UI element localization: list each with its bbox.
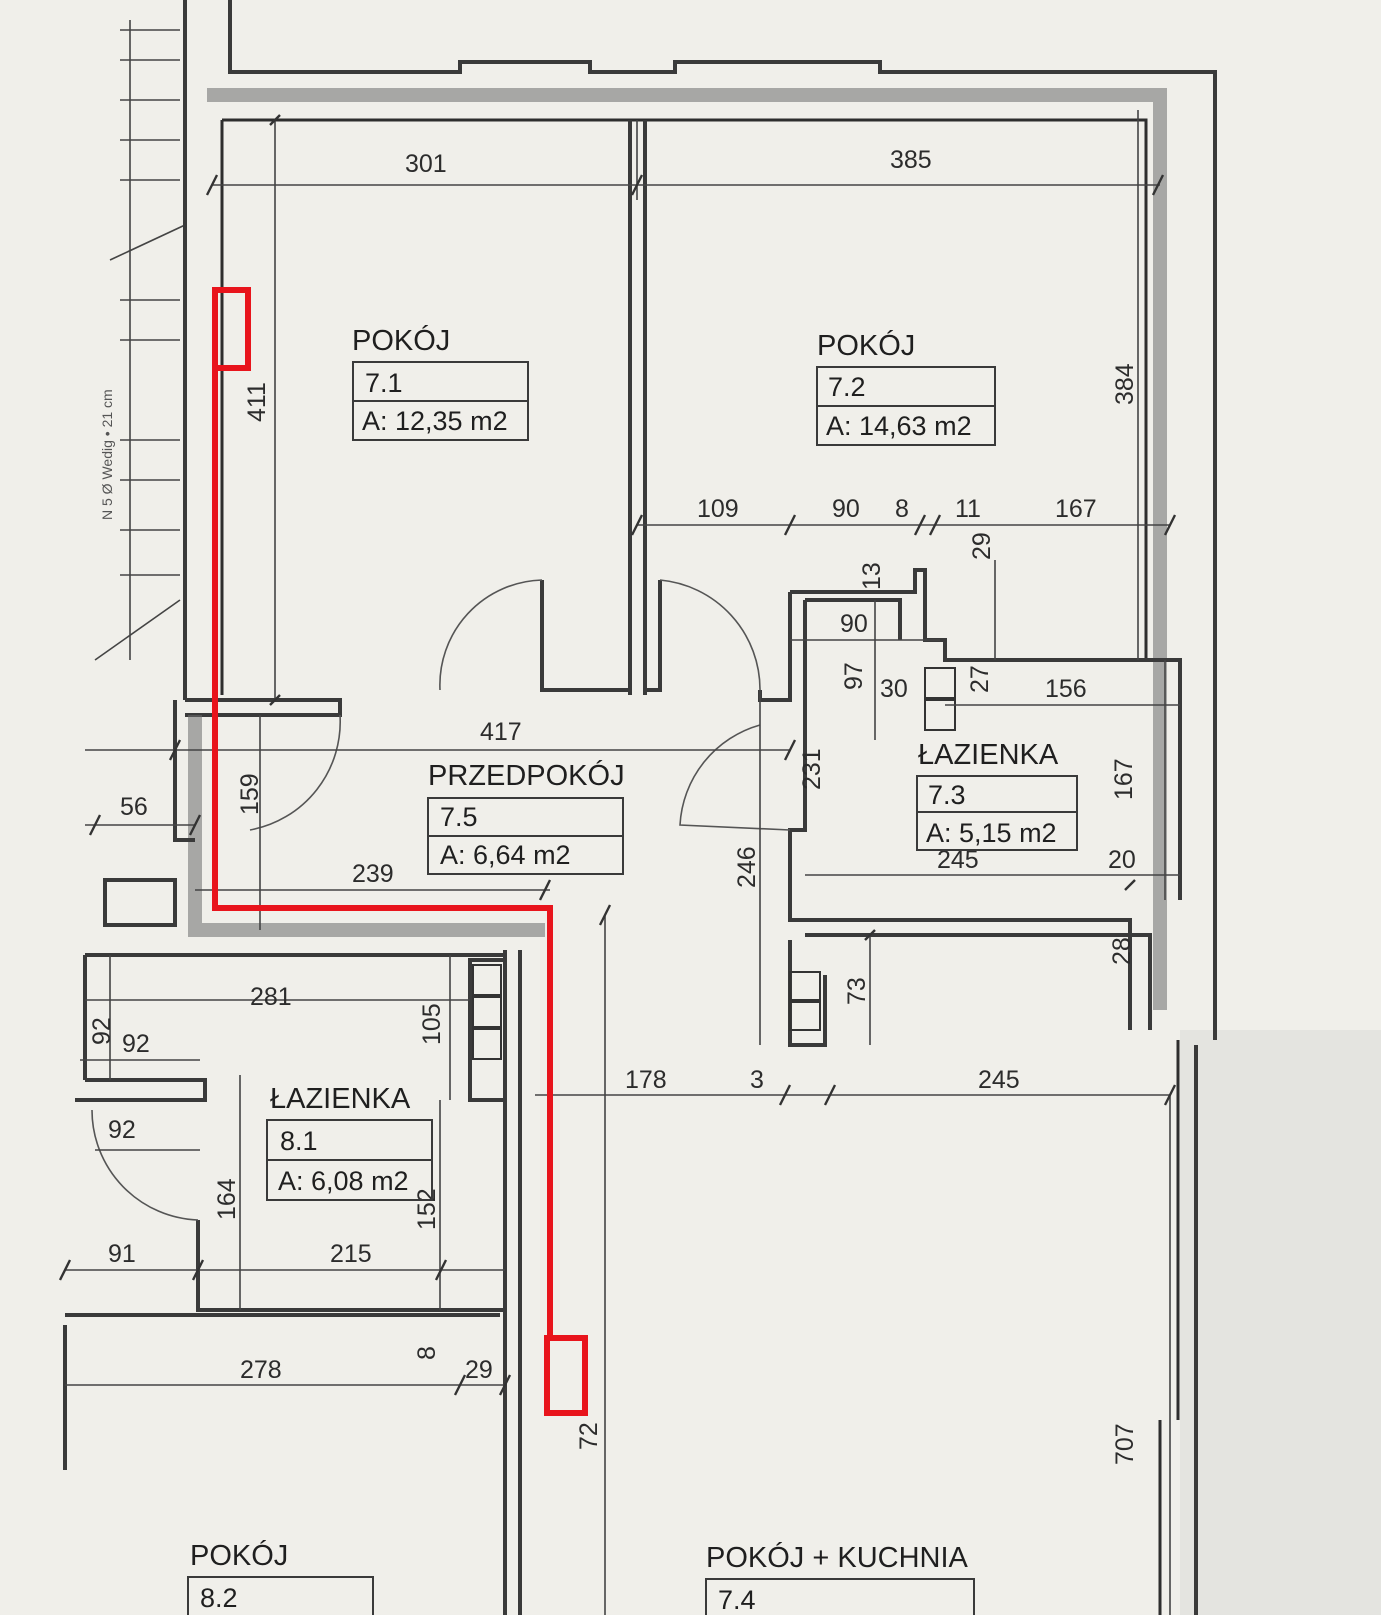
dim-707: 707 xyxy=(1111,1423,1139,1465)
room-7-5-name: PRZEDPOKÓJ xyxy=(428,759,625,792)
dim-281: 281 xyxy=(250,983,292,1011)
dim-13: 13 xyxy=(858,562,886,590)
dim-152: 152 xyxy=(413,1188,441,1230)
dimension-labels: 301 385 411 384 109 90 8 11 167 29 13 90… xyxy=(88,146,1139,1465)
room-8-1-area: A: 6,08 m2 xyxy=(278,1166,409,1196)
dimension-lines xyxy=(65,110,1180,1615)
room-7-3-area: A: 5,15 m2 xyxy=(926,818,1057,848)
ventilation-shafts xyxy=(472,667,956,1060)
room-7-2-label: POKÓJ 7.2 A: 14,63 m2 xyxy=(816,329,996,446)
dim-301: 301 xyxy=(405,150,447,178)
dim-109: 109 xyxy=(697,495,739,523)
dim-159: 159 xyxy=(236,773,264,815)
room-7-4-name: POKÓJ + KUCHNIA xyxy=(706,1541,969,1574)
dim-56: 56 xyxy=(120,793,148,821)
red-route-markup xyxy=(212,287,588,1416)
dim-105: 105 xyxy=(418,1003,446,1045)
dim-239: 239 xyxy=(352,860,394,888)
room-8-2-name: POKÓJ xyxy=(190,1539,288,1572)
dim-27: 27 xyxy=(966,665,994,693)
dim-20: 20 xyxy=(1108,846,1136,874)
red-route-line xyxy=(212,368,553,1338)
dim-167-top: 167 xyxy=(1055,495,1097,523)
dim-90-bath: 90 xyxy=(840,610,868,638)
dim-92-lower: 92 xyxy=(108,1116,136,1144)
room-7-5-number: 7.5 xyxy=(440,802,478,832)
dim-91: 91 xyxy=(108,1240,136,1268)
room-7-1-name: POKÓJ xyxy=(352,324,450,357)
room-7-5-label: PRZEDPOKÓJ 7.5 A: 6,64 m2 xyxy=(427,759,625,875)
room-8-1-label: ŁAZIENKA 8.1 A: 6,08 m2 xyxy=(266,1083,433,1201)
paper-shadow xyxy=(1180,1030,1381,1615)
room-7-3-label: ŁAZIENKA 7.3 A: 5,15 m2 xyxy=(916,739,1078,851)
dim-164: 164 xyxy=(213,1178,241,1220)
red-start-box xyxy=(212,287,251,371)
dim-231: 231 xyxy=(798,748,826,790)
room-7-4-number: 7.4 xyxy=(718,1585,756,1615)
room-7-2-number: 7.2 xyxy=(828,372,866,402)
room-7-2-name: POKÓJ xyxy=(817,329,915,362)
dim-246: 246 xyxy=(733,846,761,888)
room-8-2-number: 8.2 xyxy=(200,1583,238,1613)
margin-annotation: N 5 Ø Wedig • 21 cm xyxy=(99,389,115,520)
dim-29-lower: 29 xyxy=(465,1356,493,1384)
left-margin-hatching xyxy=(94,20,186,661)
dim-411: 411 xyxy=(243,382,271,422)
dim-30: 30 xyxy=(880,675,908,703)
room-7-3-number: 7.3 xyxy=(928,780,966,810)
room-7-1-area: A: 12,35 m2 xyxy=(362,406,508,436)
dim-278: 278 xyxy=(240,1356,282,1384)
room-7-1-number: 7.1 xyxy=(365,368,403,398)
dim-73: 73 xyxy=(843,977,871,1005)
room-7-4-label-box xyxy=(705,1578,975,1615)
dim-3: 3 xyxy=(750,1066,764,1094)
dim-92-vertical: 92 xyxy=(88,1017,116,1045)
dim-167-bath: 167 xyxy=(1110,758,1138,800)
room-8-1-number: 8.1 xyxy=(280,1126,318,1156)
dim-215: 215 xyxy=(330,1240,372,1268)
dim-8-lower: 8 xyxy=(413,1346,441,1360)
dim-92-middle: 92 xyxy=(122,1030,150,1058)
room-7-2-area: A: 14,63 m2 xyxy=(826,411,972,441)
dim-385: 385 xyxy=(890,146,932,174)
dim-90-top: 90 xyxy=(832,495,860,523)
room-7-4-label: POKÓJ + KUCHNIA 7.4 xyxy=(705,1541,975,1615)
room-7-1-walls xyxy=(185,120,662,717)
room-8-1-name: ŁAZIENKA xyxy=(270,1083,411,1115)
room-7-3-name: ŁAZIENKA xyxy=(918,739,1059,771)
dim-72: 72 xyxy=(575,1422,603,1450)
room-8-1-walls xyxy=(63,953,507,1470)
dimension-ticks xyxy=(58,114,1177,1396)
room-7-5-area: A: 6,64 m2 xyxy=(440,840,571,870)
dim-178: 178 xyxy=(625,1066,667,1094)
dim-384: 384 xyxy=(1111,363,1139,405)
dim-245-lower: 245 xyxy=(978,1066,1020,1094)
room-8-2-label-box xyxy=(187,1576,374,1615)
dim-29-top: 29 xyxy=(968,532,996,560)
red-end-box xyxy=(544,1335,588,1416)
door-swings xyxy=(91,579,791,1221)
room-7-1-label: POKÓJ 7.1 A: 12,35 m2 xyxy=(352,324,529,441)
room-8-2-label: POKÓJ 8.2 xyxy=(187,1539,374,1615)
dim-156: 156 xyxy=(1045,675,1087,703)
dim-417: 417 xyxy=(480,718,522,746)
hall-walls xyxy=(103,700,545,1615)
dim-28: 28 xyxy=(1108,937,1136,965)
dim-97: 97 xyxy=(840,662,868,690)
dim-8-top: 8 xyxy=(895,495,909,523)
dim-11: 11 xyxy=(955,495,981,523)
